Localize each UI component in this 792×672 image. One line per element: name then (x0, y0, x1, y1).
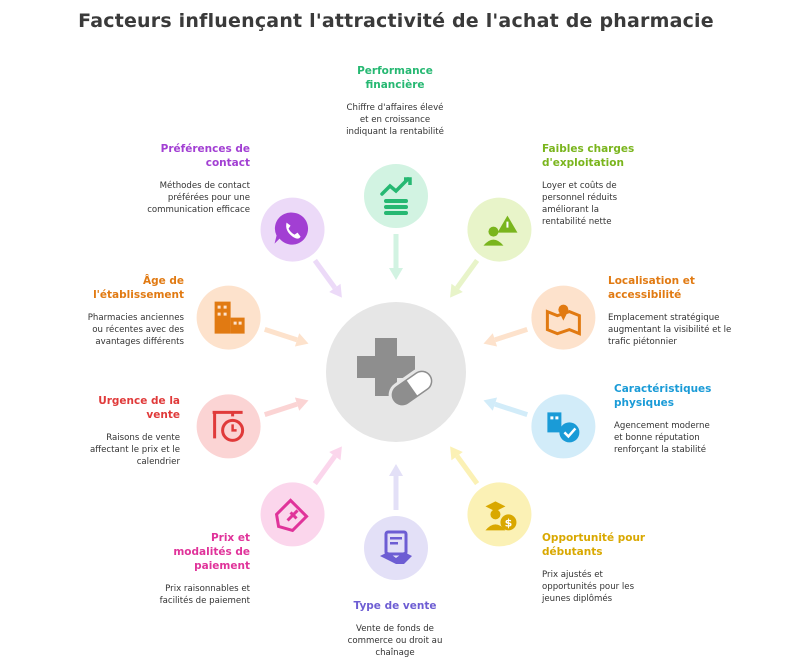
connector-arrow-age (263, 326, 298, 343)
factor-description: Prix ajustés et opportunités pour les je… (542, 570, 635, 604)
connector-arrow-opportunite (455, 454, 480, 486)
factor-description: Raisons de vente affectant le prix et le… (89, 433, 180, 467)
factor-description: Emplacement stratégique augmentant la vi… (608, 313, 732, 347)
factor-icon-localisation (531, 285, 596, 350)
factor-age: Âge de l'établissement Pharmacies ancien… (62, 274, 184, 348)
factor-preferences: Préférences de contact Méthodes de conta… (130, 142, 250, 216)
factor-icon-age (196, 285, 261, 350)
factor-title: Prix et modalités de paiement (173, 532, 250, 572)
factor-title: Faibles charges d'exploitation (542, 143, 635, 169)
factor-urgence: Urgence de la vente Raisons de vente aff… (62, 394, 180, 468)
factor-icon-prix (260, 482, 325, 547)
factor-description: Chiffre d'affaires élevé et en croissanc… (346, 103, 444, 137)
factor-icon-preferences (260, 197, 325, 262)
person-warning-icon (483, 215, 518, 246)
factor-description: Vente de fonds de commerce ou droit au c… (347, 624, 443, 658)
factor-icon-opportunite: $ (467, 482, 532, 547)
factor-title: Caractéristiques physiques (614, 383, 712, 409)
arrow-head-age (294, 333, 309, 347)
arrow-head-charges (450, 283, 463, 298)
arrow-head-preferences (329, 283, 342, 298)
factor-icon-urgence (196, 394, 261, 459)
icon-circle (196, 394, 261, 459)
factor-opportunite: Opportunité pour débutants Prix ajustés … (542, 531, 662, 605)
factor-icon-charges (467, 197, 532, 262)
map-pin-icon (545, 304, 581, 336)
timer-sign-icon (212, 410, 245, 442)
arrow-layer (263, 234, 529, 510)
diagram-title: Facteurs influençant l'attractivité de l… (78, 10, 714, 32)
connector-arrow-prix (312, 454, 337, 486)
factor-charges: Faibles charges d'exploitation Loyer et … (542, 142, 652, 228)
factor-description: Loyer et coûts de personnel réduits amél… (542, 181, 618, 227)
factor-icon-type (364, 516, 428, 580)
arrow-head-performance (389, 268, 403, 280)
arrow-head-urgence (294, 397, 309, 411)
arrow-head-type (389, 464, 403, 476)
connector-arrow-charges (455, 258, 480, 290)
arrow-head-caracteristiques (483, 397, 498, 411)
connector-arrow-urgence (263, 401, 298, 418)
price-tag-icon (274, 498, 309, 533)
factor-prix: Prix et modalités de paiement Prix raiso… (130, 531, 250, 607)
factor-description: Méthodes de contact préférées pour une c… (147, 181, 250, 215)
phone-chat-icon (274, 212, 309, 245)
graduate-money-icon: $ (485, 501, 517, 531)
medical-cross-pill-icon (357, 338, 436, 409)
center-hub (326, 302, 466, 442)
old-building-icon (214, 301, 245, 334)
icon-circle (364, 516, 428, 580)
factor-description: Prix raisonnables et facilités de paieme… (159, 584, 250, 606)
svg-text:$: $ (505, 516, 513, 529)
connector-arrow-preferences (312, 258, 337, 290)
factor-description: Agencement moderne et bonne réputation r… (614, 421, 710, 455)
arrow-head-opportunite (450, 446, 463, 461)
arrow-head-localisation (483, 333, 498, 347)
icon-layer: $ (196, 164, 596, 580)
factor-title: Opportunité pour débutants (542, 532, 646, 558)
building-check-icon (547, 412, 580, 443)
factor-icon-performance (364, 164, 428, 228)
connector-arrow-localisation (494, 326, 529, 343)
factor-title: Préférences de contact (160, 143, 250, 169)
factor-title: Performance financière (357, 65, 433, 91)
factor-description: Pharmacies anciennes ou récentes avec de… (87, 313, 184, 347)
connector-arrow-caracteristiques (494, 401, 529, 418)
icon-circle (364, 164, 428, 228)
arrow-head-prix (329, 446, 342, 461)
factor-icon-caracteristiques (531, 394, 596, 459)
factor-localisation: Localisation et accessibilité Emplacemen… (608, 274, 732, 348)
factor-title: Localisation et accessibilité (608, 275, 695, 301)
factor-type: Type de vente Vente de fonds de commerce… (326, 599, 464, 659)
factor-title: Urgence de la vente (98, 395, 180, 421)
factor-title: Âge de l'établissement (93, 275, 184, 301)
document-handshake-icon (380, 530, 412, 564)
factor-caracteristiques: Caractéristiques physiques Agencement mo… (614, 382, 732, 456)
factor-performance: Performance financière Chiffre d'affaire… (326, 64, 464, 138)
factor-title: Type de vente (353, 600, 437, 612)
growth-chart-money-icon (380, 177, 412, 215)
